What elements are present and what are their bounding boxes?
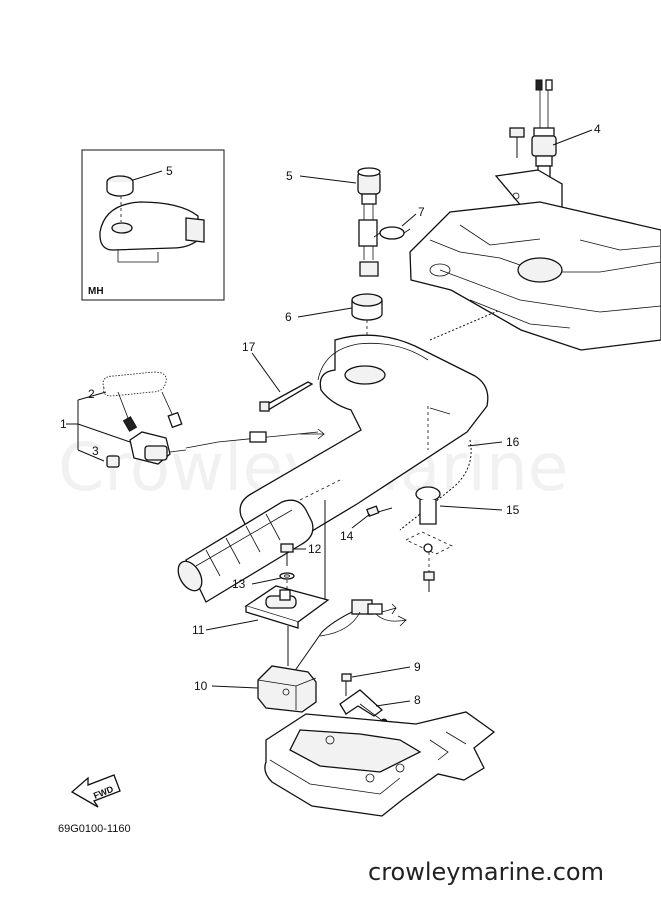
callout-4: 4: [594, 122, 601, 136]
part-3-cap: [106, 455, 120, 468]
callout-2: 2: [88, 387, 95, 401]
diagram-code: 69G0100-1160: [58, 823, 131, 835]
part-2-lanyard: [102, 371, 183, 432]
callout-3: 3: [92, 444, 99, 458]
callout-1: 1: [60, 417, 67, 431]
callout-11: 11: [192, 623, 205, 637]
callout-12: 12: [308, 542, 322, 556]
steering-bracket: [264, 711, 496, 817]
part-5-switch: [357, 167, 381, 277]
fwd-arrow-icon: FWD: [70, 774, 121, 808]
website-link[interactable]: crowleymarine.com: [368, 858, 604, 886]
part-7-clamp: [373, 226, 411, 240]
callout-6: 6: [285, 310, 292, 324]
tiller-handle: [177, 334, 489, 603]
callout-5-inset: 5: [166, 164, 173, 178]
callout-8: 8: [414, 693, 421, 707]
part-10-coil: [257, 626, 317, 713]
callout-16: 16: [506, 435, 520, 449]
callout-15: 15: [506, 503, 520, 517]
engine-casing: [409, 201, 661, 351]
part-14-screw: [366, 505, 393, 518]
part-11-bracket: [244, 500, 330, 629]
mh-inset: MH: [81, 149, 225, 301]
inset-label: MH: [88, 286, 104, 297]
part-17-tie: [259, 381, 314, 412]
throttle-cable: [429, 309, 501, 341]
part-15-clamp: [405, 486, 453, 592]
part-1-stop-switch: [129, 428, 326, 465]
callout-9: 9: [414, 660, 421, 674]
callout-17: 17: [242, 340, 256, 354]
part-4-sensor: [494, 79, 563, 225]
part-9-screw: [341, 673, 352, 770]
callout-13: 13: [232, 577, 246, 591]
callout-10: 10: [194, 679, 208, 693]
callout-7: 7: [418, 205, 425, 219]
part-13-washer: [279, 572, 295, 600]
callout-5: 5: [286, 169, 293, 183]
part-12-screw: [280, 543, 294, 566]
callout-14: 14: [340, 529, 354, 543]
connector-wiring: [293, 599, 408, 673]
